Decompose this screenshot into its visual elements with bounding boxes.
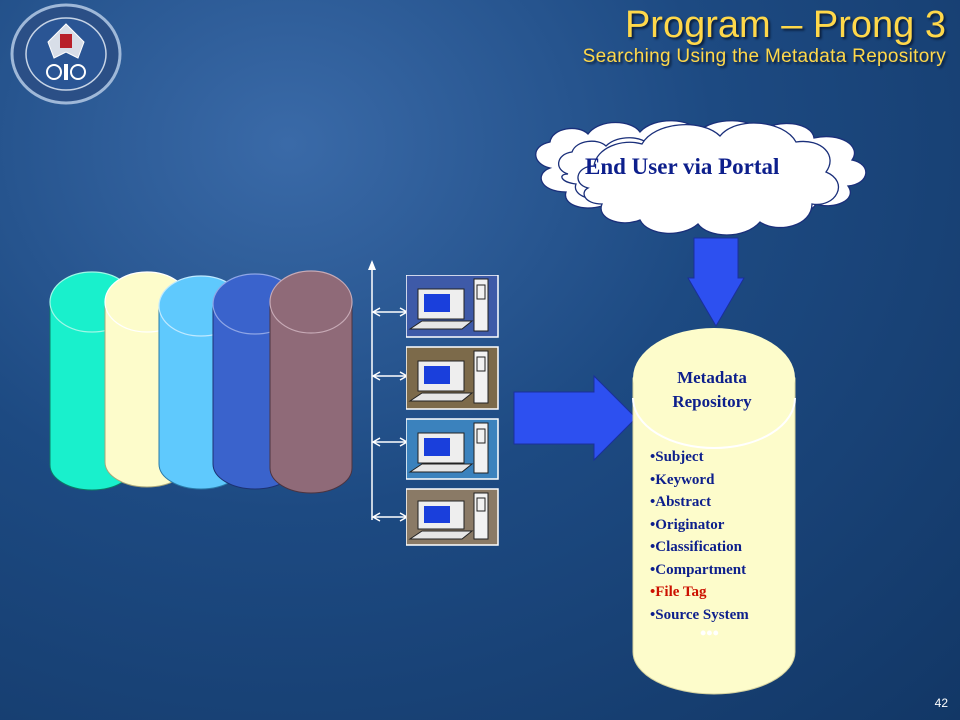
metadata-field-item: •Subject bbox=[650, 449, 704, 465]
source-databases bbox=[49, 270, 353, 494]
computer-icon bbox=[406, 275, 499, 338]
connector-lines bbox=[368, 260, 409, 522]
page-number: 42 bbox=[934, 696, 948, 710]
flow-arrow-down-icon bbox=[687, 237, 745, 327]
metadata-field-item: •File Tag bbox=[650, 584, 707, 600]
double-arrow-icon bbox=[371, 307, 409, 317]
computer-icon bbox=[406, 418, 499, 480]
double-arrow-icon bbox=[371, 437, 409, 447]
cloud-label: End User via Portal bbox=[585, 154, 780, 179]
computer-workstations bbox=[406, 275, 499, 546]
slide-subtitle: Searching Using the Metadata Repository bbox=[582, 46, 946, 67]
database-cylinder-5 bbox=[269, 270, 353, 494]
more-fields-ellipsis: ••• bbox=[700, 623, 719, 643]
metadata-repository-cylinder bbox=[632, 328, 796, 695]
metadata-field-item: •Compartment bbox=[650, 561, 747, 578]
repository-title-line1: Metadata bbox=[677, 368, 747, 387]
metadata-field-item: •Originator bbox=[650, 516, 725, 533]
flow-arrow-right-icon bbox=[513, 374, 637, 462]
double-arrow-icon bbox=[371, 512, 409, 522]
cia-cio-seal bbox=[10, 3, 122, 105]
metadata-field-list: •Subject •Keyword •Abstract •Originator •Cla… bbox=[650, 446, 749, 626]
slide-title-block: Program – Prong 3 Searching Using the Me… bbox=[583, 4, 946, 68]
portal-cloud bbox=[535, 120, 867, 236]
metadata-field-item: •Source System bbox=[650, 606, 749, 623]
metadata-field-item: •Classification bbox=[650, 539, 742, 555]
slide-title: Program – Prong 3 bbox=[624, 4, 946, 46]
metadata-field-item: •Keyword bbox=[650, 471, 715, 488]
repository-title-line2: Repository bbox=[672, 392, 752, 411]
double-arrow-icon bbox=[371, 371, 409, 381]
computer-icon bbox=[406, 488, 499, 546]
repository-title: Metadata Repository bbox=[652, 366, 772, 414]
computer-icon bbox=[406, 346, 499, 410]
metadata-field-item: •Abstract bbox=[650, 494, 712, 510]
